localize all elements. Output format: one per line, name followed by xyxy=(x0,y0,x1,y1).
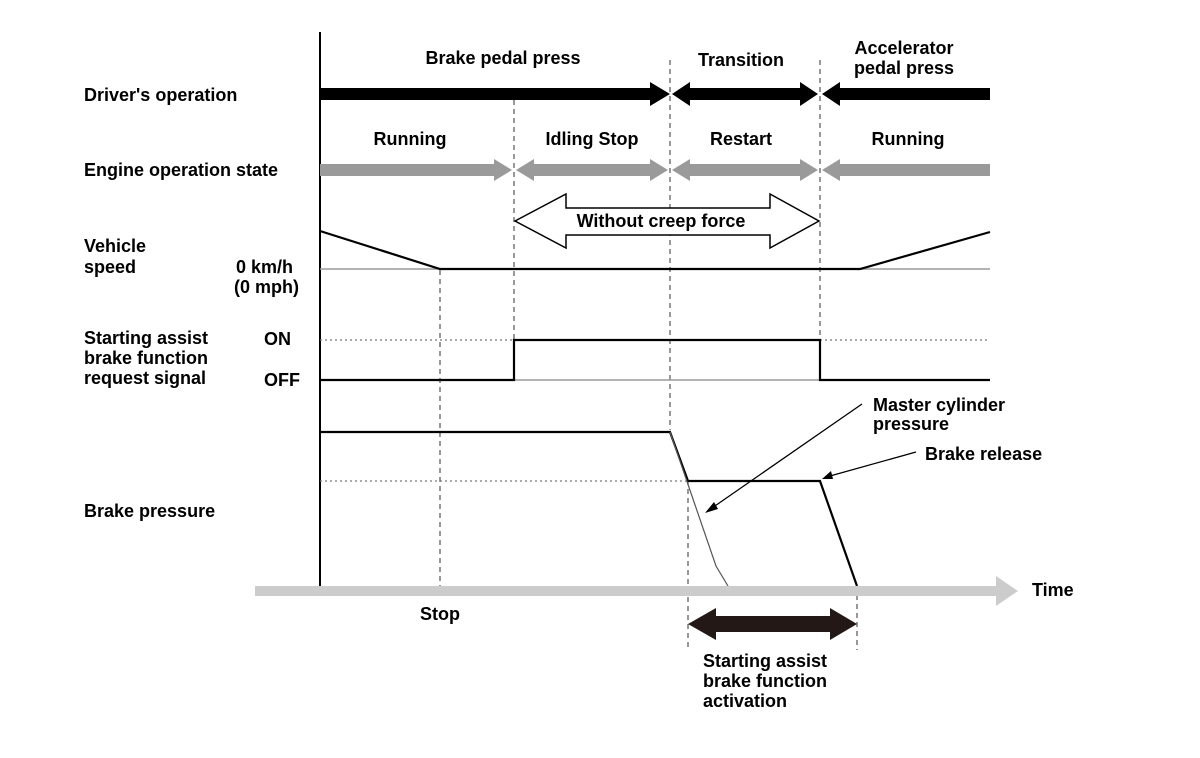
arrow-accelerator xyxy=(822,82,990,106)
master-cylinder-curve xyxy=(669,431,729,587)
activation-label-2: brake function xyxy=(703,671,827,691)
label-vehicle-speed-1: Vehicle xyxy=(84,236,146,256)
arrow-transition xyxy=(672,82,818,106)
leader-brake-release-head xyxy=(822,471,833,479)
master-cylinder-label-2: pressure xyxy=(873,414,949,434)
label-request-signal-2: brake function xyxy=(84,348,208,368)
arrow-running-1 xyxy=(320,159,512,181)
activation-arrow xyxy=(688,608,857,640)
signal-waveform xyxy=(320,338,990,382)
arrow-restart xyxy=(672,159,818,181)
time-axis-arrow xyxy=(255,576,1018,606)
driver-phase-accelerator-2: pedal press xyxy=(854,58,954,78)
leader-brake-release xyxy=(829,451,917,477)
creep-force-arrow xyxy=(513,192,821,250)
activation-label-1: Starting assist xyxy=(703,651,827,671)
leader-master-cylinder xyxy=(711,403,863,509)
driver-arrows xyxy=(320,82,990,106)
brake-pressure-curve xyxy=(320,430,859,587)
label-vehicle-speed-2: speed xyxy=(84,257,136,277)
stop-label: Stop xyxy=(420,604,460,624)
activation-label-3: activation xyxy=(703,691,787,711)
leader-master-cylinder-head xyxy=(705,502,718,513)
driver-phase-transition: Transition xyxy=(698,50,784,70)
label-engine-state: Engine operation state xyxy=(84,160,278,180)
label-driver-operation: Driver's operation xyxy=(84,85,237,105)
arrow-idling-stop xyxy=(516,159,668,181)
arrow-running-2 xyxy=(822,159,990,181)
engine-phase-restart: Restart xyxy=(710,129,772,149)
driver-phase-brake-pedal: Brake pedal press xyxy=(425,48,580,68)
time-axis-label: Time xyxy=(1032,580,1074,600)
engine-arrows xyxy=(320,159,990,181)
engine-phase-idling-stop: Idling Stop xyxy=(546,129,639,149)
engine-phase-running-1: Running xyxy=(374,129,447,149)
brake-release-label: Brake release xyxy=(925,444,1042,464)
master-cylinder-label-1: Master cylinder xyxy=(873,395,1005,415)
phase-boundaries xyxy=(439,60,858,650)
speed-zero-kmh: 0 km/h xyxy=(236,257,293,277)
speed-curve xyxy=(319,229,991,271)
creep-force-label: Without creep force xyxy=(577,211,746,231)
engine-phase-running-2: Running xyxy=(872,129,945,149)
label-request-signal-3: request signal xyxy=(84,368,206,388)
label-request-signal-1: Starting assist xyxy=(84,328,208,348)
leader-lines xyxy=(705,403,917,513)
arrow-brake-pedal xyxy=(320,82,670,106)
label-brake-pressure: Brake pressure xyxy=(84,501,215,521)
speed-zero-mph: (0 mph) xyxy=(234,277,299,297)
signal-off-label: OFF xyxy=(264,370,300,390)
signal-on-label: ON xyxy=(264,329,291,349)
driver-phase-accelerator-1: Accelerator xyxy=(854,38,953,58)
